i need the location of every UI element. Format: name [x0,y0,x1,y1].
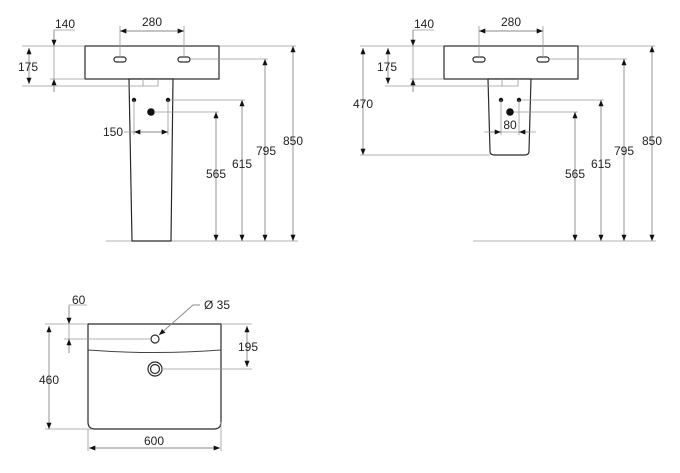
tap-hole-right [536,56,550,63]
tap-hole-right [177,56,191,63]
basin-bowl-edge [87,349,222,353]
dim-label-rim-height: 850 [642,134,662,148]
basin-outline [443,45,579,80]
dim-label-waste-from-back: 195 [238,340,258,354]
dim-label-rim-height: 850 [283,134,303,148]
tap-hole-left [472,56,486,63]
semi-pedestal-outline [487,78,532,156]
dim-label-basin-depth: 175 [377,60,397,74]
tap-hole [150,334,160,344]
view-semi-pedestal: 280 140 175 470 80 565 615 795 [353,15,662,242]
waste-point [147,108,155,116]
dim-label-tap-from-top: 140 [55,17,75,31]
dim-label-pedestal-overall: 470 [353,97,373,111]
dim-label-tap-hole-diameter: Ø 35 [204,298,230,312]
dim-label-supply-spacing: 150 [103,125,123,139]
view-top: 60 Ø 35 195 460 600 [39,293,258,451]
dim-label-tap-spacing: 280 [501,15,521,29]
dim-label-waste-height: 565 [206,167,226,181]
dim-label-basin-depth: 175 [18,60,38,74]
dim-label-tap-spacing: 280 [142,15,162,29]
basin-outline [84,45,220,80]
dim-label-tap-from-top: 140 [414,17,434,31]
dim-label-tap-height: 795 [256,144,276,158]
waste-point [506,108,514,116]
dim-label-depth: 460 [39,373,59,387]
dim-label-width: 600 [144,434,164,448]
dim-label-tap-from-back: 60 [72,293,86,307]
pedestal-detail [142,79,159,87]
tap-hole-left [113,56,127,63]
dim-label-supply-height: 615 [591,157,611,171]
dim-label-tap-height: 795 [614,144,634,158]
pedestal-outline [128,78,174,242]
dim-label-waste-height: 565 [565,167,585,181]
dim-label-supply-height: 615 [232,157,252,171]
view-full-pedestal: 280 140 175 150 565 615 795 850 [18,15,303,242]
dim-label-supply-spacing: 80 [503,118,517,132]
waste-outlet-inner [149,363,161,375]
